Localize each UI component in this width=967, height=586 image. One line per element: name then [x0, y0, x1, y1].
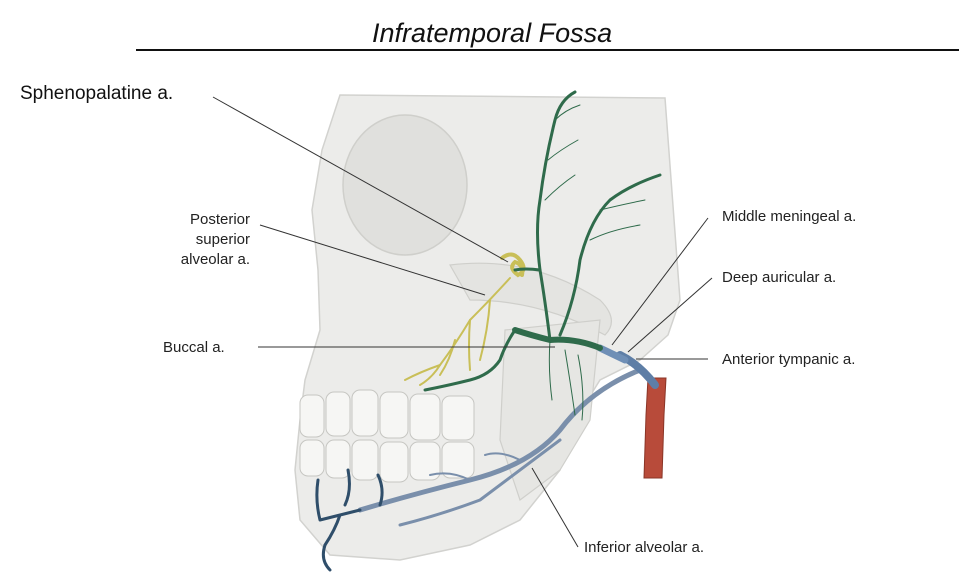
leader-inferior-alveolar [531, 467, 579, 548]
orbit [342, 114, 468, 256]
label-middle-meningeal: Middle meningeal a. [722, 208, 857, 225]
label-buccal: Buccal a. [163, 339, 225, 356]
page-title: Infratemporal Fossa [372, 18, 613, 48]
leader-posterior-superior-alveolar [259, 224, 486, 296]
lower-teeth [299, 439, 475, 483]
leader-deep-auricular [627, 277, 713, 353]
label-line: Posterior [189, 211, 250, 228]
label-posterior-superior-alveolar: Posterior superior alveolar a. [150, 210, 250, 270]
upper-teeth [299, 389, 475, 441]
maxillary-artery [423, 90, 662, 421]
leader-lines [212, 96, 713, 548]
label-sphenopalatine: Sphenopalatine a. [20, 83, 174, 104]
mandibular-branches [315, 468, 384, 572]
leader-middle-meningeal [611, 217, 709, 346]
label-line: superior [195, 231, 250, 248]
label-inferior-alveolar: Inferior alveolar a. [584, 539, 705, 556]
posterior-superior-alveolar-branches [404, 277, 511, 386]
sphenopalatine-coils [500, 252, 526, 278]
mandible-ramus [499, 319, 601, 501]
label-line: alveolar a. [180, 251, 250, 268]
inferior-alveolar-artery [357, 344, 659, 527]
external-carotid-artery [643, 377, 667, 479]
title-underline [136, 49, 959, 51]
label-deep-auricular: Deep auricular a. [722, 269, 837, 286]
label-anterior-tympanic: Anterior tympanic a. [722, 351, 856, 368]
zygomatic-arch [449, 262, 612, 336]
leader-sphenopalatine [212, 96, 509, 263]
